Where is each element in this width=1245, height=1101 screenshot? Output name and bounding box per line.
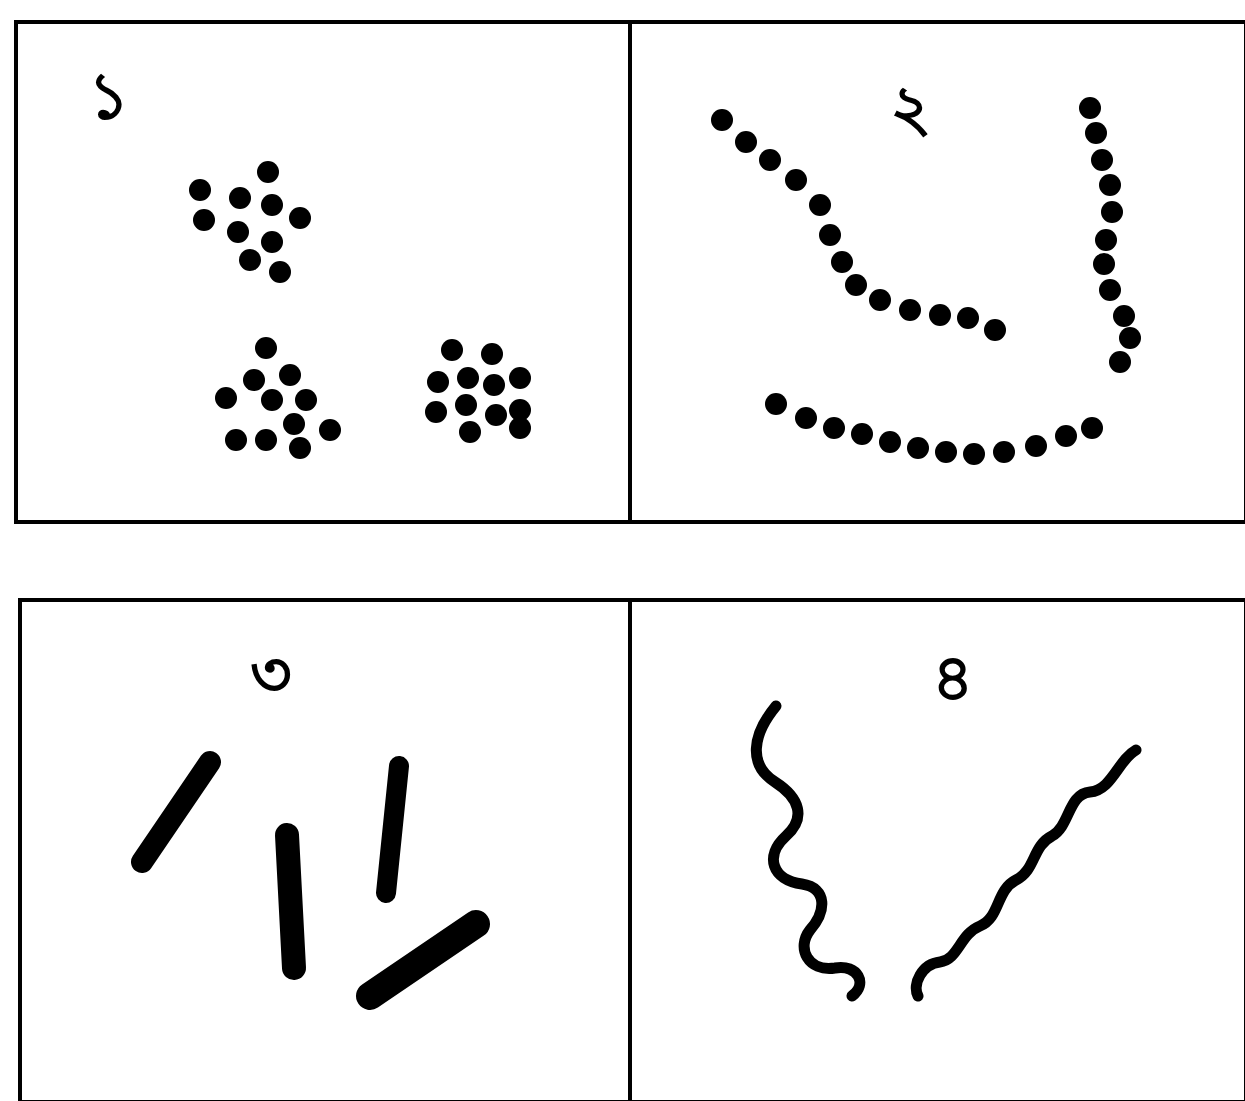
coccus <box>929 304 951 326</box>
coccus <box>785 169 807 191</box>
coccus <box>907 437 929 459</box>
coccus <box>1095 229 1117 251</box>
cocci-dots <box>189 97 1141 465</box>
panel-number: ১ <box>88 64 130 128</box>
rod <box>386 766 399 893</box>
coccus <box>935 441 957 463</box>
coccus <box>899 299 921 321</box>
panel-number: ২ <box>890 76 932 140</box>
coccus <box>509 367 531 389</box>
coccus <box>1113 305 1135 327</box>
bacilli-rods <box>142 762 476 996</box>
rod <box>287 835 294 968</box>
coccus <box>425 401 447 423</box>
coccus <box>711 109 733 131</box>
coccus <box>289 207 311 229</box>
coccus <box>289 437 311 459</box>
coccus <box>255 429 277 451</box>
spiral <box>756 706 859 996</box>
coccus <box>283 413 305 435</box>
coccus <box>257 161 279 183</box>
coccus <box>295 389 317 411</box>
coccus <box>819 224 841 246</box>
coccus <box>1091 149 1113 171</box>
coccus <box>279 364 301 386</box>
coccus <box>1055 425 1077 447</box>
coccus <box>229 187 251 209</box>
rod <box>370 924 476 996</box>
coccus <box>1099 174 1121 196</box>
coccus <box>1079 97 1101 119</box>
coccus <box>1025 435 1047 457</box>
coccus <box>1093 253 1115 275</box>
coccus <box>255 337 277 359</box>
coccus <box>879 431 901 453</box>
figure-panel: ১ <box>14 20 632 524</box>
coccus <box>189 179 211 201</box>
coccus <box>1101 201 1123 223</box>
coccus <box>509 417 531 439</box>
coccus <box>1099 279 1121 301</box>
coccus <box>457 367 479 389</box>
coccus <box>441 339 463 361</box>
coccus <box>227 221 249 243</box>
coccus <box>455 394 477 416</box>
coccus <box>809 194 831 216</box>
coccus <box>269 261 291 283</box>
coccus <box>485 404 507 426</box>
coccus <box>215 387 237 409</box>
coccus <box>243 369 265 391</box>
coccus <box>795 407 817 429</box>
coccus <box>759 149 781 171</box>
coccus <box>239 249 261 271</box>
coccus <box>1109 351 1131 373</box>
rod <box>142 762 210 862</box>
panel-number: ৪ <box>932 646 974 710</box>
coccus <box>261 194 283 216</box>
coccus <box>993 441 1015 463</box>
spirilla <box>756 706 1136 996</box>
coccus <box>483 374 505 396</box>
coccus <box>1081 417 1103 439</box>
coccus <box>957 307 979 329</box>
coccus <box>1119 327 1141 349</box>
coccus <box>481 343 503 365</box>
coccus <box>319 419 341 441</box>
coccus <box>225 429 247 451</box>
coccus <box>845 274 867 296</box>
coccus <box>261 231 283 253</box>
spiral <box>916 750 1136 996</box>
coccus <box>427 371 449 393</box>
coccus <box>459 421 481 443</box>
figure-panel: ৩ <box>18 598 632 1101</box>
coccus <box>765 393 787 415</box>
coccus <box>735 131 757 153</box>
panel-number: ৩ <box>250 642 292 706</box>
coccus <box>963 443 985 465</box>
coccus <box>869 289 891 311</box>
coccus <box>984 319 1006 341</box>
coccus <box>851 423 873 445</box>
coccus <box>831 251 853 273</box>
coccus <box>823 417 845 439</box>
figure-panel: ৪ <box>628 598 1245 1101</box>
coccus <box>1085 122 1107 144</box>
coccus <box>261 389 283 411</box>
figure-panel: ২ <box>628 20 1245 524</box>
coccus <box>193 209 215 231</box>
